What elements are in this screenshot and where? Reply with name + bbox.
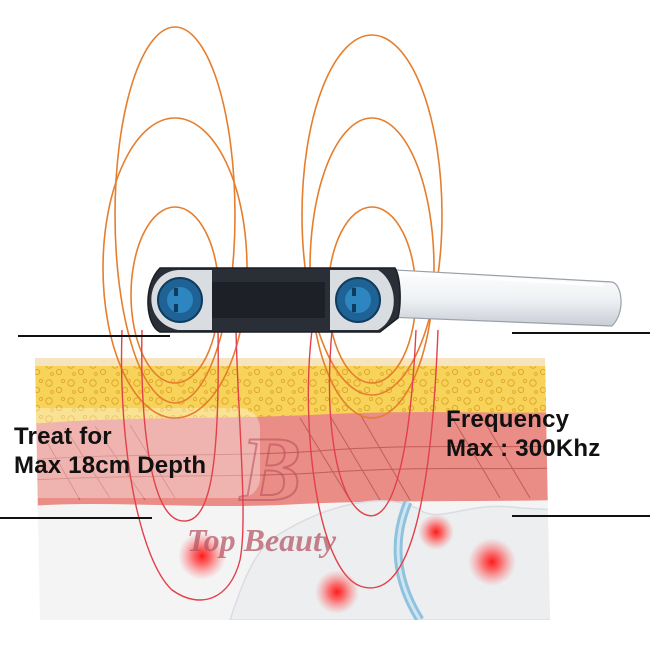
- watermark-monogram: B: [238, 417, 302, 521]
- tissue-cross-section: [35, 358, 550, 620]
- frequency-label-line2: Max : 300Khz: [446, 435, 601, 462]
- electrode-icon: [151, 270, 212, 330]
- heat-spot-icon: [315, 570, 359, 614]
- depth-label: Treat for Max 18cm Depth: [14, 422, 206, 480]
- label-highlight: [10, 408, 260, 498]
- rf-probe-icon: [147, 267, 622, 333]
- depth-label-line2: Max 18cm Depth: [14, 452, 207, 479]
- muscle-layer: [35, 412, 550, 510]
- frequency-label-line1: Frequency: [446, 406, 570, 433]
- depth-label-line1: Treat for: [14, 423, 112, 450]
- heat-spot-icon: [178, 532, 226, 580]
- heat-spot-icon: [418, 514, 454, 550]
- electrode-icon: [330, 270, 394, 330]
- callout-lines: [0, 332, 650, 519]
- heat-spot-icon: [468, 538, 516, 586]
- heat-spots: [178, 514, 516, 614]
- skin-surface: [35, 358, 550, 368]
- deep-field-loops: [120, 329, 439, 601]
- frequency-label: Frequency Max : 300Khz: [446, 405, 600, 463]
- svg-text:B: B: [239, 418, 301, 520]
- watermark-brand: Top Beauty: [187, 522, 337, 558]
